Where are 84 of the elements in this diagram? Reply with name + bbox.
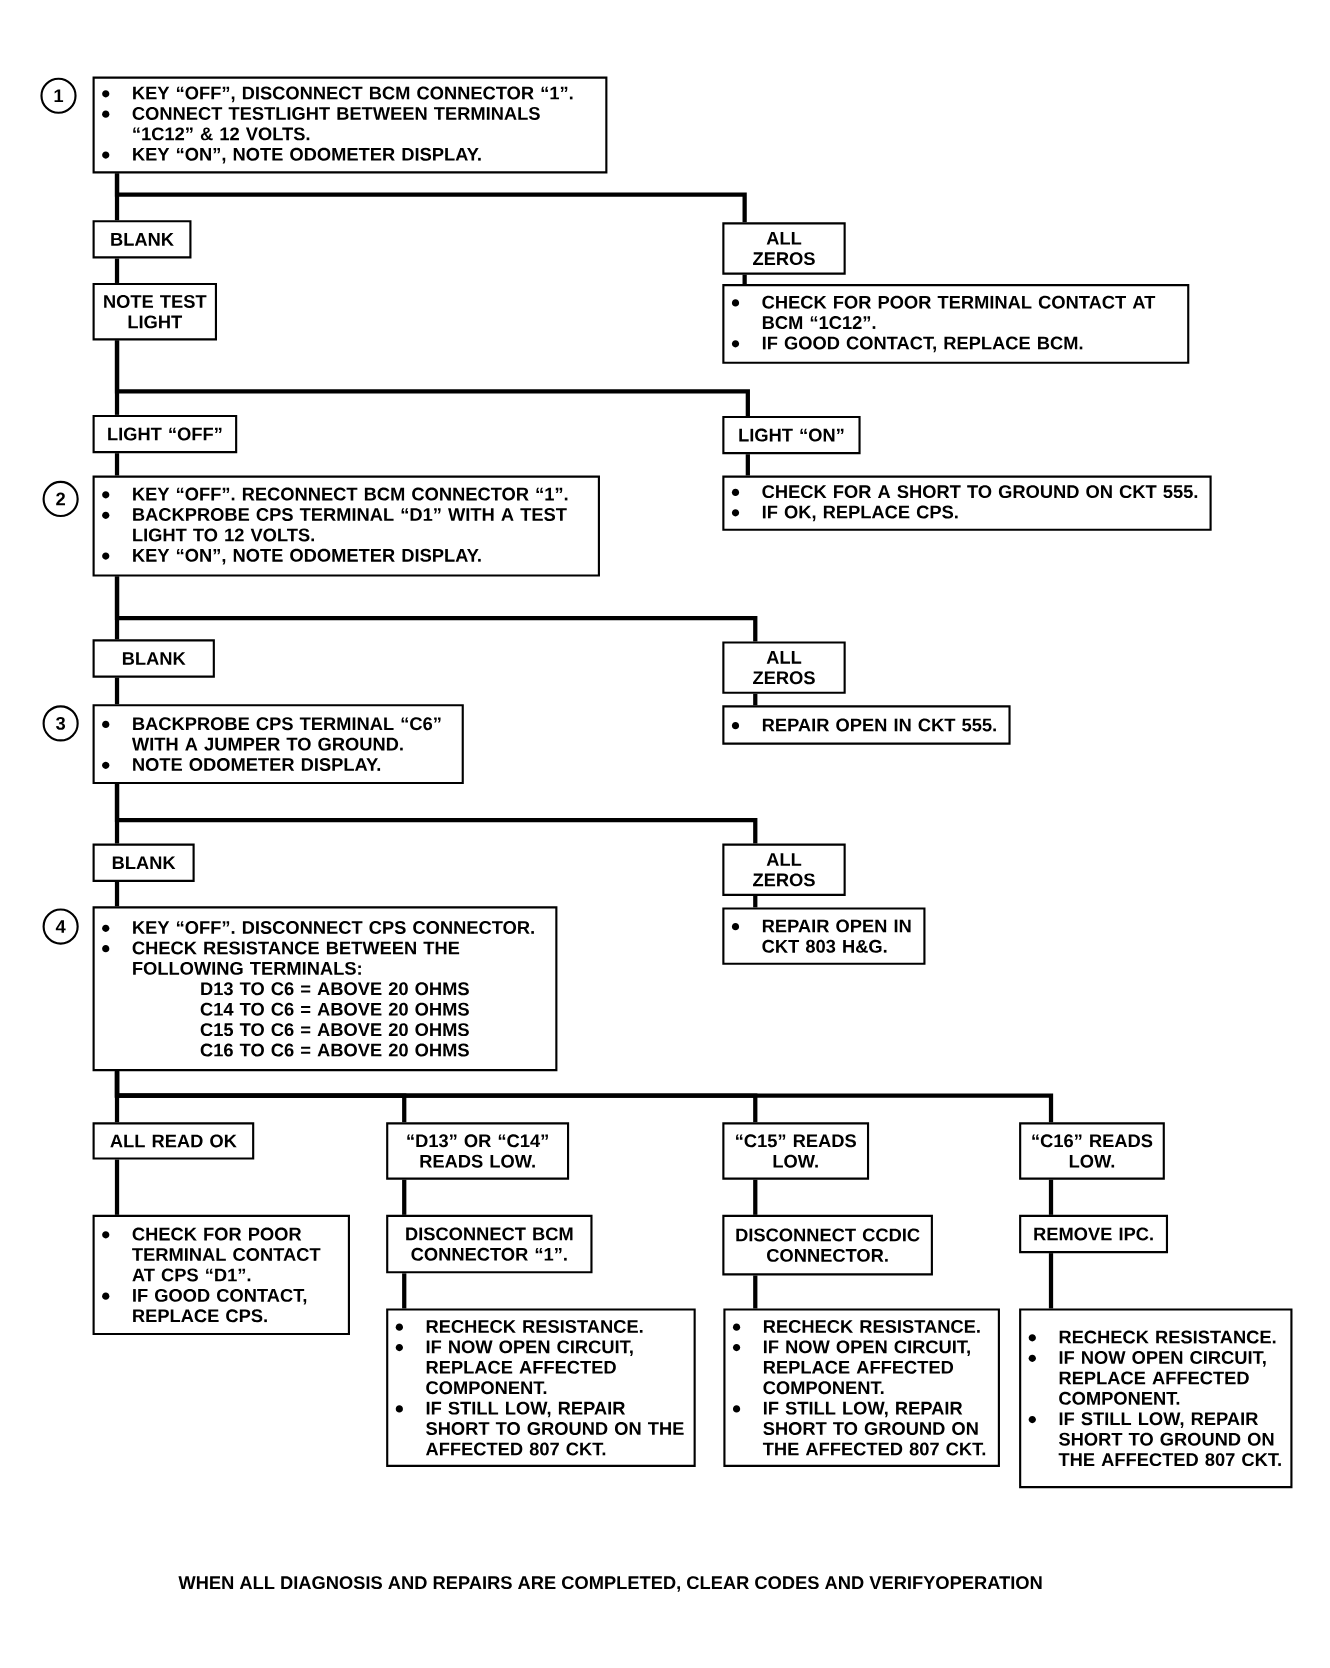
step-number: 2 — [42, 480, 79, 517]
step-box: ALL ZEROS — [722, 843, 846, 896]
step-box: ALL ZEROS — [722, 222, 846, 275]
bullet-item: CHECK FOR POOR TERMINAL CONTACT AT CPS “D1”. — [102, 1227, 321, 1282]
bullet-item: KEY “OFF”. DISCONNECT CPS CONNECTOR. — [102, 921, 535, 934]
step-box: DISCONNECT CCDIC CONNECTOR. — [722, 1214, 934, 1276]
instruction-box — [92, 704, 464, 784]
bullet-item: CHECK FOR A SHORT TO GROUND ON CKT 555. — [732, 485, 1198, 499]
bullet-item: RECHECK RESISTANCE. — [395, 1319, 643, 1333]
step-box: BLANK — [92, 220, 192, 259]
bullet-item: KEY “OFF”. RECONNECT BCM CONNECTOR “1”. — [102, 487, 568, 501]
bullet-item: IF NOW OPEN CIRCUIT, REPLACE AFFECTED COMPONENT. — [1028, 1351, 1266, 1405]
bullet-item: CHECK RESISTANCE BETWEEN THE FOLLOWING TERMINALS: — [102, 941, 460, 975]
connector-line — [753, 895, 758, 908]
step-box: NOTE TEST LIGHT — [92, 282, 218, 341]
instruction-box — [722, 284, 1190, 364]
connector-line — [115, 881, 120, 907]
step-box: “C16” READS LOW. — [1019, 1122, 1165, 1180]
instruction-box — [92, 906, 558, 1072]
instruction-box — [1019, 1308, 1293, 1489]
bullet-item: IF GOOD CONTACT, REPLACE CPS. — [102, 1288, 307, 1323]
instruction-box — [92, 475, 601, 577]
connector-line — [115, 1071, 1054, 1123]
bullet-item: CONNECT TESTLIGHT BETWEEN TERMINALS “1C12” & 12 VOLTS. — [102, 107, 540, 141]
bullet-item: IF STILL LOW, REPAIR SHORT TO GROUND ON THE AFFECTED 807 CKT. — [1028, 1412, 1281, 1467]
bullet-item: IF STILL LOW, REPAIR SHORT TO GROUND ON THE AFFECTED 807 CKT. — [733, 1401, 986, 1456]
bullet-item: RECHECK RESISTANCE. — [733, 1319, 980, 1333]
bullet-item: IF OK, REPLACE CPS. — [732, 505, 958, 522]
connector-line — [402, 1179, 407, 1215]
bullet-item: KEY “ON”, NOTE ODOMETER DISPLAY. — [102, 147, 481, 164]
bullet-item: KEY “OFF”, DISCONNECT BCM CONNECTOR “1”. — [102, 86, 573, 103]
connector-line — [753, 1179, 758, 1215]
bullet-item: CHECK FOR POOR TERMINAL CONTACT AT BCM “1C12”. — [732, 295, 1156, 330]
connector-line — [115, 173, 747, 223]
resistance-spec: C14 TO C6 = ABOVE 20 OHMS — [200, 1002, 469, 1016]
connector-line — [753, 1275, 758, 1309]
connector-line — [1049, 1179, 1054, 1215]
step-box: ALL ZEROS — [722, 641, 846, 694]
connector-line — [115, 340, 751, 416]
connector-line — [115, 258, 120, 283]
step-box: “C15” READS LOW. — [722, 1122, 870, 1180]
step-box: DISCONNECT BCM CONNECTOR “1”. — [386, 1214, 593, 1274]
step-box: LIGHT “ON” — [722, 415, 861, 455]
bullet-item: IF GOOD CONTACT, REPLACE BCM. — [732, 336, 1083, 353]
instruction-box — [92, 1214, 351, 1336]
bullet-item: IF NOW OPEN CIRCUIT, REPLACE AFFECTED COMPONENT. — [733, 1340, 971, 1395]
connector-line — [115, 453, 120, 476]
instruction-box — [722, 907, 926, 965]
instruction-box — [722, 475, 1212, 531]
step-box: REMOVE IPC. — [1019, 1214, 1169, 1254]
connector-line — [1049, 1253, 1054, 1309]
connector-line — [753, 693, 758, 706]
bullet-item: BACKPROBE CPS TERMINAL “D1” WITH A TEST LIGHT TO 12 VOLTS. — [102, 508, 567, 542]
resistance-spec: D13 TO C6 = ABOVE 20 OHMS — [201, 982, 469, 996]
instruction-box — [722, 705, 1011, 745]
resistance-spec: C15 TO C6 = ABOVE 20 OHMS — [200, 1023, 469, 1037]
bullet-item: RECHECK RESISTANCE. — [1028, 1330, 1276, 1344]
bullet-item: BACKPROBE CPS TERMINAL “C6” WITH A JUMPER TO GROUND. — [102, 717, 441, 751]
step-box: BLANK — [92, 639, 216, 678]
bullet-item: REPAIR OPEN IN CKT 803 H&G. — [732, 919, 911, 953]
bullet-item: KEY “ON”, NOTE ODOMETER DISPLAY. — [102, 548, 481, 565]
connector-line — [115, 784, 758, 844]
connector-line — [745, 454, 751, 476]
step-box: LIGHT “OFF” — [92, 414, 238, 454]
step-box: BLANK — [92, 843, 195, 882]
step-box: “D13” OR “C14” READS LOW. — [386, 1122, 570, 1180]
step-number: 1 — [40, 77, 77, 114]
step-number: 4 — [42, 908, 79, 945]
connector-line — [115, 1159, 120, 1215]
connector-line — [115, 576, 758, 642]
connector-line — [115, 677, 120, 705]
bullet-item: IF STILL LOW, REPAIR SHORT TO GROUND ON THE AFFECTED 807 CKT. — [395, 1401, 684, 1456]
resistance-spec: C16 TO C6 = ABOVE 20 OHMS — [200, 1043, 469, 1057]
step-box: ALL READ OK — [92, 1122, 255, 1160]
step-number: 3 — [42, 705, 79, 742]
footer-note: WHEN ALL DIAGNOSIS AND REPAIRS ARE COMPLETED, CLEAR CODES AND VERIFYOPERATION — [178, 1576, 1042, 1592]
bullet-item: REPAIR OPEN IN CKT 555. — [732, 718, 997, 732]
connector-line — [402, 1273, 407, 1309]
bullet-item: NOTE ODOMETER DISPLAY. — [102, 758, 381, 771]
instruction-box — [92, 76, 608, 174]
instruction-box — [386, 1308, 696, 1467]
instruction-box — [723, 1308, 1001, 1467]
connector-line — [742, 274, 747, 285]
bullet-item: IF NOW OPEN CIRCUIT, REPLACE AFFECTED COMPONENT. — [395, 1340, 633, 1395]
